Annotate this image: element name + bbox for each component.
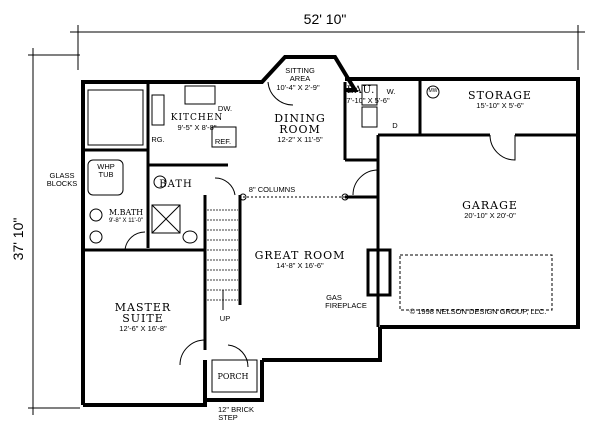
microwave-label: MW: [428, 88, 438, 94]
garage-label: GARAGE: [462, 199, 518, 212]
garage-size: 20'-10" X 20'-0": [464, 211, 516, 220]
interior-walls: [83, 79, 578, 350]
great-room-size: 14'-8" X 16'-6": [276, 261, 324, 270]
refrigerator-label: REF.: [214, 137, 232, 146]
depth-dimension-line: [28, 48, 80, 415]
copyright: © 1998 NELSON DESIGN GROUP, LLC.: [409, 307, 547, 316]
master-suite-label-2: SUITE: [122, 312, 164, 325]
stairs: [207, 209, 238, 301]
master-bath-label: M.BATH: [108, 208, 144, 217]
master-suite-size: 12'-6" X 16'-8": [119, 324, 167, 333]
great-room-label: GREAT ROOM: [254, 249, 346, 262]
width-dimension: 52' 10": [303, 11, 347, 27]
stairs-up-label: UP: [219, 314, 231, 323]
sitting-area-size: 10'-4" X 2'-9": [276, 83, 320, 92]
dining-room-size: 12-2" X 11'-5": [277, 135, 323, 144]
storage-label: STORAGE: [468, 89, 532, 102]
fixtures: [87, 84, 553, 393]
brick-step-label: 12" BRICK: [217, 405, 255, 414]
depth-dimension: 37' 10": [10, 217, 26, 261]
fireplace-label-2: FIREPLACE: [325, 301, 367, 310]
glass-blocks-label-2: BLOCKS: [46, 179, 78, 188]
sitting-area-label-2: AREA: [289, 74, 311, 83]
brick-step-label-2: STEP: [218, 413, 238, 422]
laundry-size: 7'-10" X 5'-6": [346, 96, 390, 105]
laundry-label: LAU.: [346, 85, 376, 96]
dining-room-label: DINING: [274, 112, 326, 125]
storage-size: 15'-10" X 5'-6": [476, 101, 524, 110]
glass-blocks-label: GLASS: [49, 171, 75, 180]
tub-label: WHP: [97, 162, 115, 171]
tub-label-2: TUB: [98, 170, 114, 179]
master-bath-size: 9'-8" X 11'-0": [108, 218, 144, 224]
dining-room-label-2: ROOM: [279, 123, 321, 136]
kitchen-size: 9'-5" X 8'-8": [177, 123, 217, 132]
kitchen-label: KITCHEN: [170, 113, 224, 123]
doors: [124, 81, 516, 368]
exterior-walls: [81, 55, 580, 407]
dishwasher-label: DW.: [217, 104, 233, 113]
dryer-label: D: [392, 121, 398, 130]
bath-label: BATH: [159, 179, 193, 190]
column: [341, 193, 349, 201]
column: [239, 193, 247, 201]
porch-label: PORCH: [217, 372, 249, 381]
range-label: RG.: [151, 135, 165, 144]
columns-label: 8" COLUMNS: [248, 185, 296, 194]
washer-label: W.: [386, 87, 396, 96]
width-dimension-line: [70, 25, 585, 70]
master-suite-label: MASTER: [114, 301, 172, 314]
sitting-area-label: SITTING: [285, 66, 315, 75]
fireplace-label: GAS: [326, 293, 342, 302]
